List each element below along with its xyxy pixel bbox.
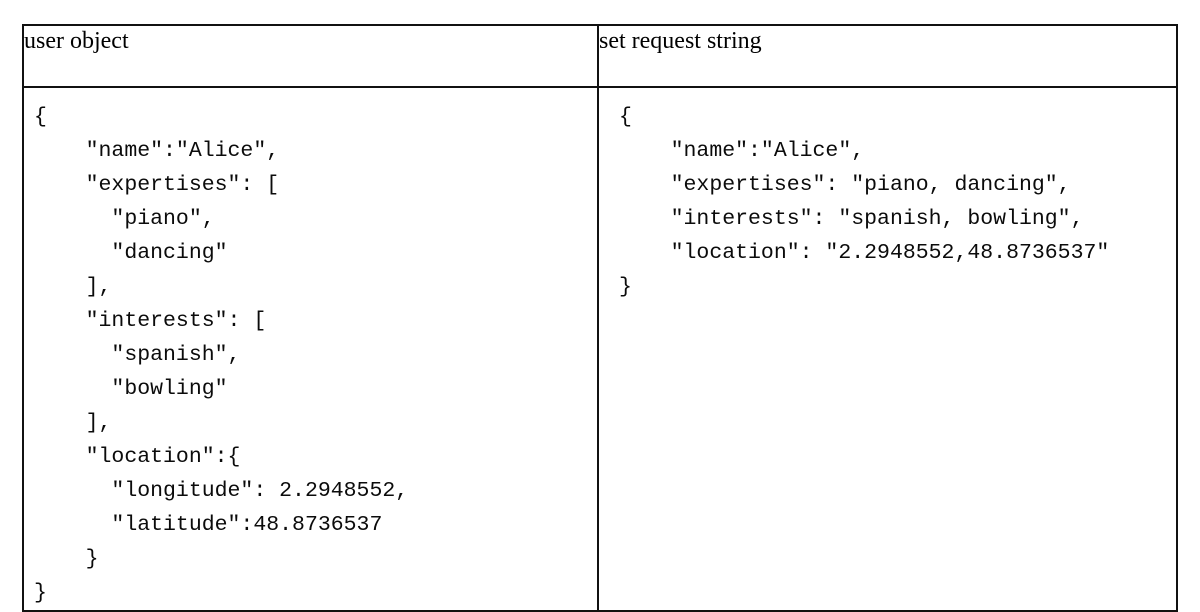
column-header-set-request-string: set request string: [599, 28, 762, 54]
page-root: user object set request string { "name":…: [22, 24, 1178, 612]
header-cell-set-request-string: set request string: [597, 24, 1178, 88]
column-header-user-object: user object: [24, 28, 129, 54]
header-cell-user-object: user object: [22, 24, 599, 88]
code-cell-user-object: { "name":"Alice", "expertises": [ "piano…: [22, 86, 599, 612]
table-body-row: { "name":"Alice", "expertises": [ "piano…: [22, 86, 1178, 612]
code-block-user-object: { "name":"Alice", "expertises": [ "piano…: [34, 105, 409, 605]
comparison-table: user object set request string { "name":…: [22, 24, 1178, 612]
table-header-row: user object set request string: [22, 24, 1178, 88]
code-block-set-request-string: { "name":"Alice", "expertises": "piano, …: [619, 105, 1110, 299]
code-cell-set-request-string: { "name":"Alice", "expertises": "piano, …: [597, 86, 1178, 612]
